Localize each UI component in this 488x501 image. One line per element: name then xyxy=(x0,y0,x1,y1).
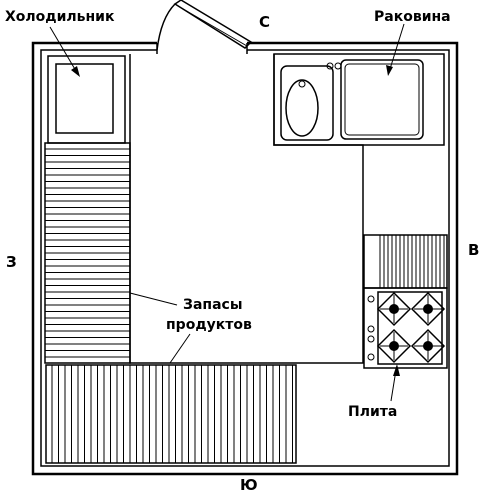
left-shelving xyxy=(44,142,131,364)
burner-icon xyxy=(376,291,412,327)
stove xyxy=(363,287,448,369)
sink-unit xyxy=(273,53,445,146)
direction-east: В xyxy=(468,241,479,259)
supplies-label-line1: Запасы xyxy=(183,297,242,313)
burner-icon xyxy=(410,328,446,364)
sink-label: Раковина xyxy=(374,9,451,25)
direction-south: Ю xyxy=(240,476,258,494)
fridge xyxy=(47,55,126,144)
burner-icon xyxy=(410,291,446,327)
stove-label: Плита xyxy=(348,404,397,420)
supplies-label-line2: продуктов xyxy=(166,317,252,333)
stove-counter xyxy=(363,234,448,289)
burner-icon xyxy=(376,328,412,364)
direction-west: З xyxy=(6,253,17,271)
fridge-label: Холодильник xyxy=(5,9,115,25)
bottom-shelving xyxy=(45,364,297,464)
leader-lines xyxy=(49,23,405,402)
direction-north: С xyxy=(259,13,270,31)
door xyxy=(156,0,253,54)
